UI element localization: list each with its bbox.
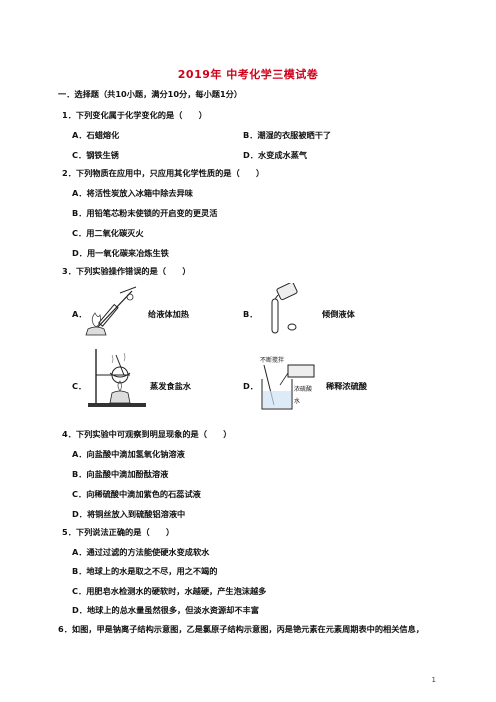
question-5-stem: 5．下列说法正确的是（ ） [62,527,175,537]
question-2-stem: 2．下列物质在应用中，只应用其化学性质的是（ ） [62,168,265,178]
q4-option-a: A．向盐酸中滴加氢氧化钠溶液 [72,449,185,459]
q3-caption-a: 给液体加热 [148,309,189,319]
exam-title: 2019年 中考化学三模试卷 [177,68,319,81]
q2-option-d: D．用一氧化碳来冶炼生铁 [72,248,169,258]
q3-option-a: A． [72,309,87,319]
q1-option-d: D．水变成水蒸气 [243,150,308,160]
question-6-stem: 6．如图，甲是钠离子结构示意图，乙是氯原子结构示意图，丙是铯元素在元素周期表中的… [58,624,424,634]
q3-option-d: D． [243,381,258,391]
q3-caption-b: 倾倒液体 [322,309,355,319]
q5-option-b: B．地球上的水是取之不尽，用之不竭的 [72,566,218,576]
pouring-liquid-figure [271,283,298,334]
q2-option-b: B．用铅笔芯粉末使锁的开启变的更灵活 [72,208,218,218]
stir-label: 不断搅拌 [260,356,284,364]
q4-option-b: B．向盐酸中滴加酚酞溶液 [72,469,169,479]
question-4-stem: 4．下列实验中可观察到明显现象的是（ ） [62,429,232,439]
q1-option-c: C．钢铁生锈 [72,150,119,160]
q4-option-c: C．向稀硫酸中滴加紫色的石蕊试液 [72,489,201,499]
heating-liquid-figure [85,286,137,336]
diluting-sulfuric-acid-figure: 不断搅拌 浓硫酸 水 [260,356,315,410]
q3-option-c: C． [72,381,87,391]
water-label: 水 [294,397,300,405]
q5-option-d: D．地球上的总水量虽然很多，但淡水资源却不丰富 [72,605,259,615]
q1-option-b: B．潮湿的衣服被晒干了 [243,130,332,140]
q2-option-a: A．将活性炭放入冰箱中除去异味 [72,188,193,198]
q2-option-c: C．用二氧化碳灭火 [72,228,144,238]
q4-option-d: D．将铜丝放入到硫酸铝溶液中 [72,509,186,519]
q3-caption-d: 稀释浓硫酸 [326,381,367,391]
section-heading: 一．选择题（共10小题，满分10分，每小题1分） [58,89,243,99]
question-1-stem: 1．下列变化属于化学变化的是（ ） [62,110,207,120]
page-number: 1 [431,676,436,684]
evaporating-salt-water-figure [88,349,146,407]
q3-option-b: B． [243,309,258,319]
acid-label: 浓硫酸 [294,385,312,393]
q3-caption-c: 蒸发食盐水 [150,381,191,391]
q1-option-a: A．石蜡熔化 [72,130,120,140]
q5-option-c: C．用肥皂水检测水的硬软时，水越硬，产生泡沫越多 [72,586,267,596]
question-3-stem: 3．下列实验操作错误的是（ ） [62,266,191,276]
q5-option-a: A．通过过滤的方法能使硬水变成软水 [72,547,210,557]
